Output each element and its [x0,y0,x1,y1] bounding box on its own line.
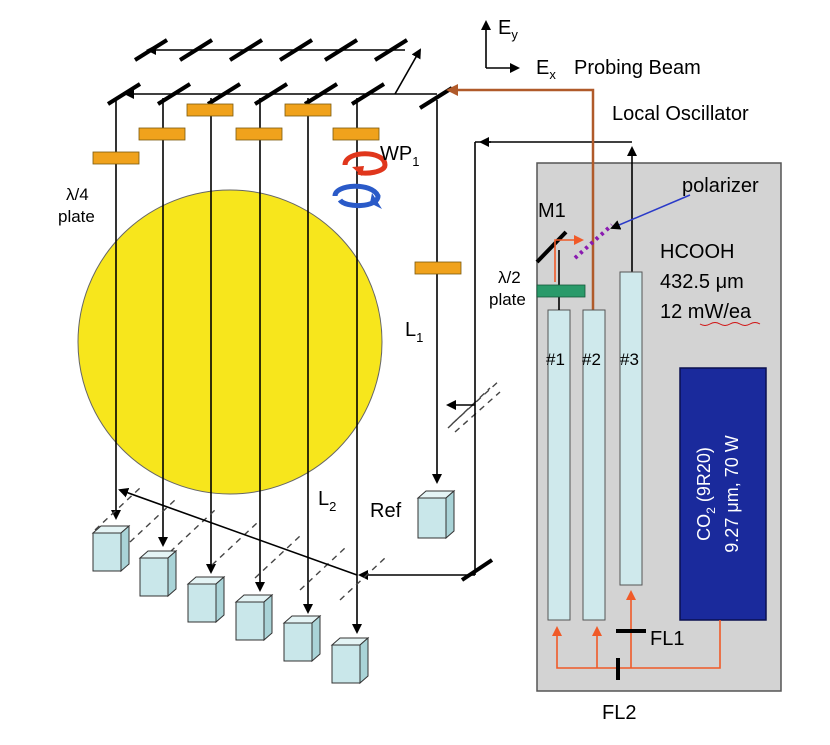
svg-text:CO2 (9R20): CO2 (9R20) [694,447,718,541]
plasma-cross-section [77,189,383,495]
detector-icon [282,614,322,663]
probe-beams [111,98,442,634]
laser-3-label: #3 [620,350,639,369]
co2-pump-laser [679,367,767,621]
quarter-wave-label-line1: λ/4 [66,185,89,204]
half-wave-label-line2: plate [489,290,526,309]
reference-detector-icon [416,489,456,540]
detector-cubes [91,489,456,685]
svg-text:9.27 μm, 70 W: 9.27 μm, 70 W [722,435,742,552]
laser-1-label: #1 [546,350,565,369]
circular-polarization-arrows-icon [332,151,388,209]
beam-splitter-l1 [447,379,501,433]
polarizer-element [573,223,614,260]
half-wave-plate [536,284,586,298]
wavelength-label: 432.5 μm [660,271,744,293]
l2-label: L2 [318,488,336,514]
laser-2-label: #2 [582,350,601,369]
lower-mirror-row [106,82,454,110]
beam-splitter-row-l2 [94,487,386,601]
gas-label: HCOOH [660,241,734,263]
quarter-wave-label-line2: plate [58,207,95,226]
mirror-m1 [535,230,568,264]
power-label: 12 mW/ea [660,301,752,323]
ex-label: Ex [536,57,556,82]
detector-icon [138,549,178,598]
m1-label: M1 [538,200,566,222]
polarizer-label: polarizer [682,175,759,197]
pump-distribution [552,590,721,680]
fl2-label: FL2 [602,702,636,724]
detector-icon [91,524,131,573]
quarter-wave-plates [92,103,462,275]
l1-label: L1 [405,319,423,345]
detector-icon [186,575,226,624]
co2-laser-label: CO2 (9R20) 9.27 μm, 70 W [694,435,742,552]
local-oscillator-label: Local Oscillator [612,103,749,125]
wp1-label: WP1 [380,143,419,169]
fl1-label: FL1 [650,628,684,650]
laser-tubes [547,271,643,621]
polarization-axes [481,20,520,73]
half-wave-label-line1: λ/2 [498,268,521,287]
ref-label: Ref [370,500,402,522]
detector-icon [234,593,274,642]
ey-label: Ey [498,17,518,42]
probing-beam-label: Probing Beam [574,57,701,79]
detector-icon [330,636,370,685]
local-oscillator-beam [446,84,595,310]
